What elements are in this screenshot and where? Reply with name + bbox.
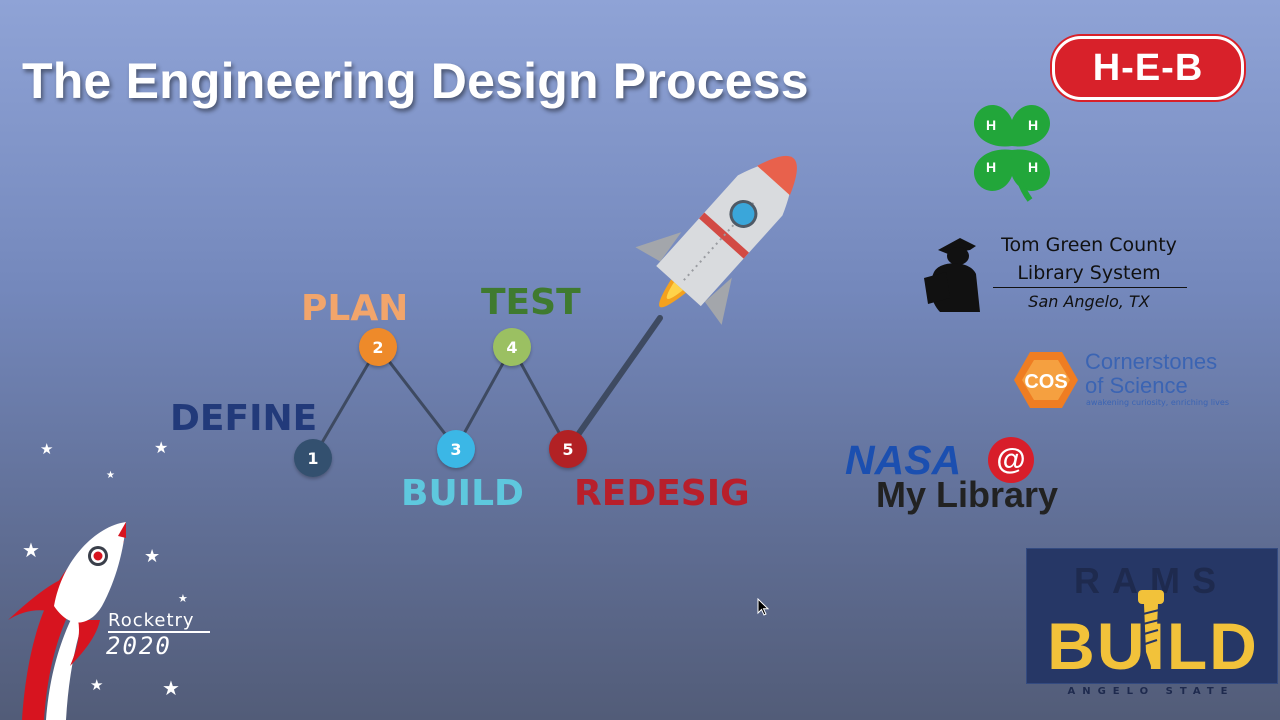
- screw-icon: [1138, 590, 1164, 666]
- star-icon: ★: [144, 546, 161, 567]
- step-1-label: DEFINE: [170, 398, 318, 439]
- clover-h-4: H: [1028, 159, 1038, 175]
- rocket-icon: [635, 155, 797, 325]
- star-icon: ★: [22, 538, 40, 562]
- cos-name: Cornerstones of Science: [1085, 350, 1217, 398]
- rocketry-year: 2020: [106, 632, 172, 660]
- clover-h-3: H: [986, 159, 996, 175]
- my-library-text: My Library: [876, 474, 1059, 515]
- clover-icon: H H H H: [973, 105, 1051, 202]
- star-icon: ★: [90, 676, 104, 694]
- step-5-node: 5: [549, 430, 587, 468]
- cursor-icon: [757, 598, 770, 616]
- at-badge: @: [988, 437, 1034, 483]
- clover-h-1: H: [986, 117, 996, 133]
- step-3-label: BUILD: [401, 473, 524, 514]
- rocketry-logo-icon: [8, 522, 126, 720]
- step-4-label: TEST: [481, 282, 581, 323]
- step-5-label: REDESIG: [574, 473, 750, 514]
- step-1-number: 1: [307, 448, 319, 468]
- launch-trail: [565, 315, 663, 452]
- step-3-node: 3: [437, 430, 475, 468]
- nasa-wordmark: NASA: [845, 437, 962, 483]
- tgc-divider: [993, 287, 1187, 288]
- clover-h-2: H: [1028, 117, 1038, 133]
- heb-logo: H-E-B: [1052, 36, 1244, 100]
- step-2-label: PLAN: [301, 288, 409, 329]
- star-icon: ★: [162, 676, 180, 700]
- cos-tagline: awakening curiosity, enriching lives: [1086, 398, 1229, 407]
- reader-icon: [924, 238, 980, 312]
- cos-line-2: of Science: [1085, 373, 1188, 398]
- step-2-node: 2: [359, 328, 397, 366]
- tgc-library-name: Tom Green County Library System: [993, 231, 1185, 287]
- step-2-number: 2: [372, 337, 384, 357]
- rocketry-title: Rocketry: [108, 610, 195, 631]
- step-3-number: 3: [450, 439, 462, 459]
- rocketry-divider: [108, 631, 210, 633]
- tgc-line-1: Tom Green County: [1001, 234, 1177, 256]
- tgc-location: San Angelo, TX: [1028, 292, 1150, 311]
- star-icon: ★: [40, 440, 54, 458]
- slide-title: The Engineering Design Process: [22, 53, 809, 109]
- star-icon: ★: [106, 470, 115, 481]
- tgc-line-2: Library System: [1017, 262, 1161, 284]
- cos-line-1: Cornerstones: [1085, 349, 1218, 374]
- step-4-number: 4: [506, 337, 518, 357]
- step-5-number: 5: [562, 439, 574, 459]
- star-icon: ★: [154, 438, 169, 457]
- angelo-state-text: ANGELO STATE: [1067, 686, 1235, 697]
- cos-mark: COS: [1024, 371, 1067, 393]
- star-icon: ★: [178, 592, 188, 605]
- cos-logo-icon: COS: [1014, 352, 1078, 408]
- step-4-node: 4: [493, 328, 531, 366]
- step-1-node: 1: [294, 439, 332, 477]
